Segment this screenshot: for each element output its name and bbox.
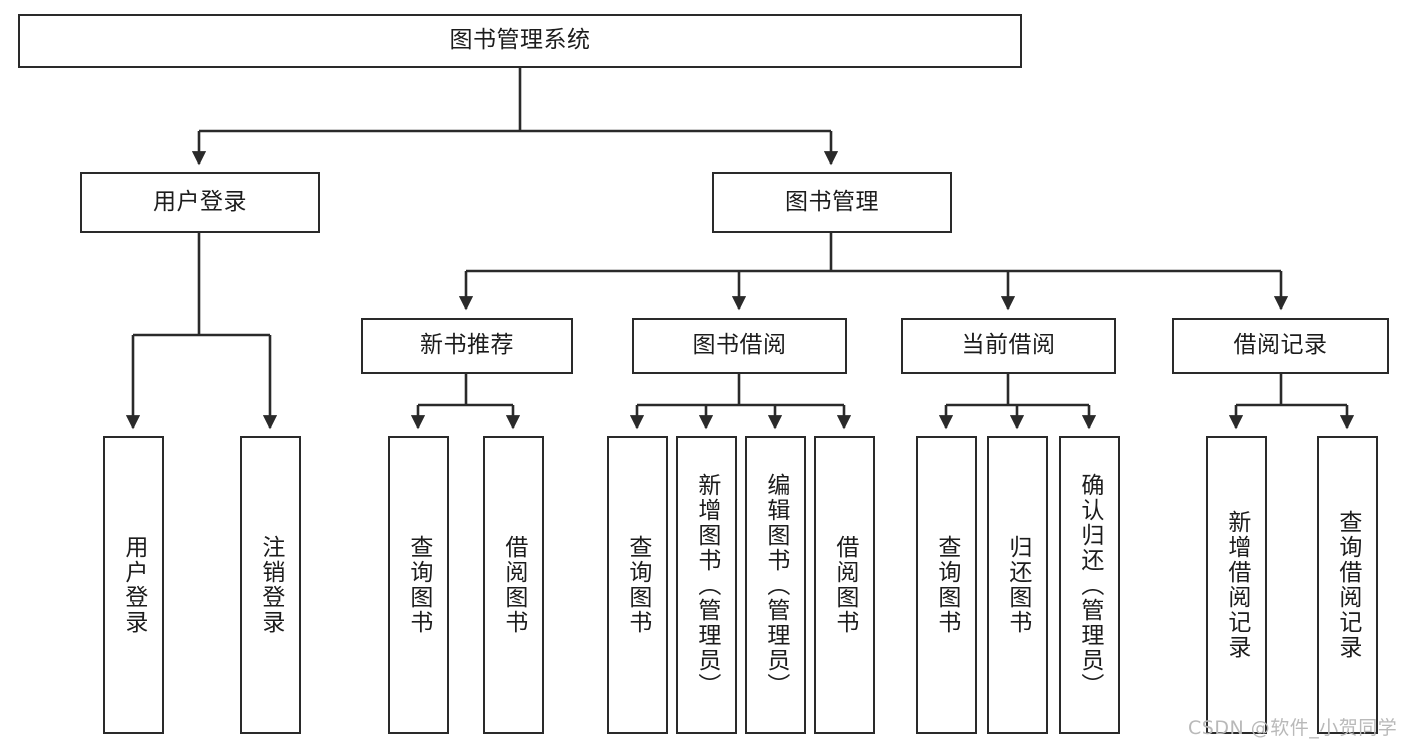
node-leaf-add-book-label: 新增图书（管理员）: [693, 472, 720, 698]
node-leaf-add-book[interactable]: 新增图书（管理员）: [676, 436, 737, 734]
node-borrow-record[interactable]: 借阅记录: [1172, 318, 1389, 374]
node-leaf-query-record[interactable]: 查询借阅记录: [1317, 436, 1378, 734]
watermark: CSDN @软件_小贺同学: [1188, 717, 1398, 739]
node-book-manage[interactable]: 图书管理: [712, 172, 952, 233]
node-new-book-recommend-label: 新书推荐: [420, 332, 514, 359]
node-leaf-query-book-2-label: 查询图书: [624, 535, 651, 635]
node-leaf-borrow-book-2[interactable]: 借阅图书: [814, 436, 875, 734]
node-root[interactable]: 图书管理系统: [18, 14, 1022, 68]
node-new-book-recommend[interactable]: 新书推荐: [361, 318, 573, 374]
node-leaf-add-record[interactable]: 新增借阅记录: [1206, 436, 1267, 734]
node-leaf-query-record-label: 查询借阅记录: [1334, 510, 1361, 660]
node-leaf-user-logout-label: 注销登录: [257, 535, 284, 635]
node-leaf-edit-book[interactable]: 编辑图书（管理员）: [745, 436, 806, 734]
node-leaf-return-book-label: 归还图书: [1004, 535, 1031, 635]
node-book-borrow-label: 图书借阅: [692, 332, 787, 359]
node-book-borrow[interactable]: 图书借阅: [632, 318, 847, 374]
node-root-label: 图书管理系统: [449, 27, 591, 54]
node-leaf-user-login-label: 用户登录: [120, 535, 147, 635]
node-current-borrow[interactable]: 当前借阅: [901, 318, 1116, 374]
node-leaf-return-book[interactable]: 归还图书: [987, 436, 1048, 734]
node-leaf-add-record-label: 新增借阅记录: [1223, 510, 1250, 660]
node-book-manage-label: 图书管理: [785, 188, 879, 215]
node-borrow-record-label: 借阅记录: [1233, 332, 1328, 359]
node-leaf-user-login[interactable]: 用户登录: [103, 436, 164, 734]
node-user-login[interactable]: 用户登录: [80, 172, 320, 233]
node-leaf-borrow-book-1-label: 借阅图书: [500, 535, 527, 635]
node-leaf-user-logout[interactable]: 注销登录: [240, 436, 301, 734]
node-leaf-borrow-book-1[interactable]: 借阅图书: [483, 436, 544, 734]
node-leaf-query-book-1-label: 查询图书: [405, 535, 432, 635]
node-leaf-borrow-book-2-label: 借阅图书: [831, 535, 858, 635]
node-current-borrow-label: 当前借阅: [961, 332, 1056, 359]
node-leaf-query-book-1[interactable]: 查询图书: [388, 436, 449, 734]
node-leaf-confirm-return[interactable]: 确认归还（管理员）: [1059, 436, 1120, 734]
node-leaf-query-book-3[interactable]: 查询图书: [916, 436, 977, 734]
node-leaf-confirm-return-label: 确认归还（管理员）: [1076, 472, 1103, 698]
node-leaf-query-book-3-label: 查询图书: [933, 535, 960, 635]
node-user-login-label: 用户登录: [153, 188, 247, 215]
node-leaf-query-book-2[interactable]: 查询图书: [607, 436, 668, 734]
node-leaf-edit-book-label: 编辑图书（管理员）: [762, 472, 789, 698]
